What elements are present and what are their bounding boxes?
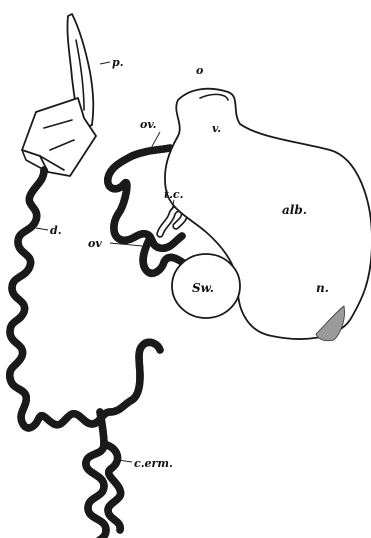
label-alb: alb. [282, 203, 307, 217]
leader-p [100, 62, 110, 64]
label-p: p. [112, 56, 124, 69]
label-ov-upper: ov. [140, 118, 157, 131]
leader-d [36, 228, 48, 230]
label-v: v. [212, 122, 221, 135]
hermaphrodite-duct [86, 412, 121, 538]
vas-deferens-tube [10, 170, 160, 428]
label-c-erm: c.erm. [134, 457, 173, 470]
penis-structure [22, 14, 96, 176]
label-sw: Sw. [192, 281, 214, 295]
label-d: d. [50, 224, 62, 237]
label-o: o [196, 64, 203, 77]
label-n: n. [316, 281, 329, 295]
label-ov-lower: ov [88, 237, 102, 250]
label-tc: t.c. [164, 188, 184, 201]
